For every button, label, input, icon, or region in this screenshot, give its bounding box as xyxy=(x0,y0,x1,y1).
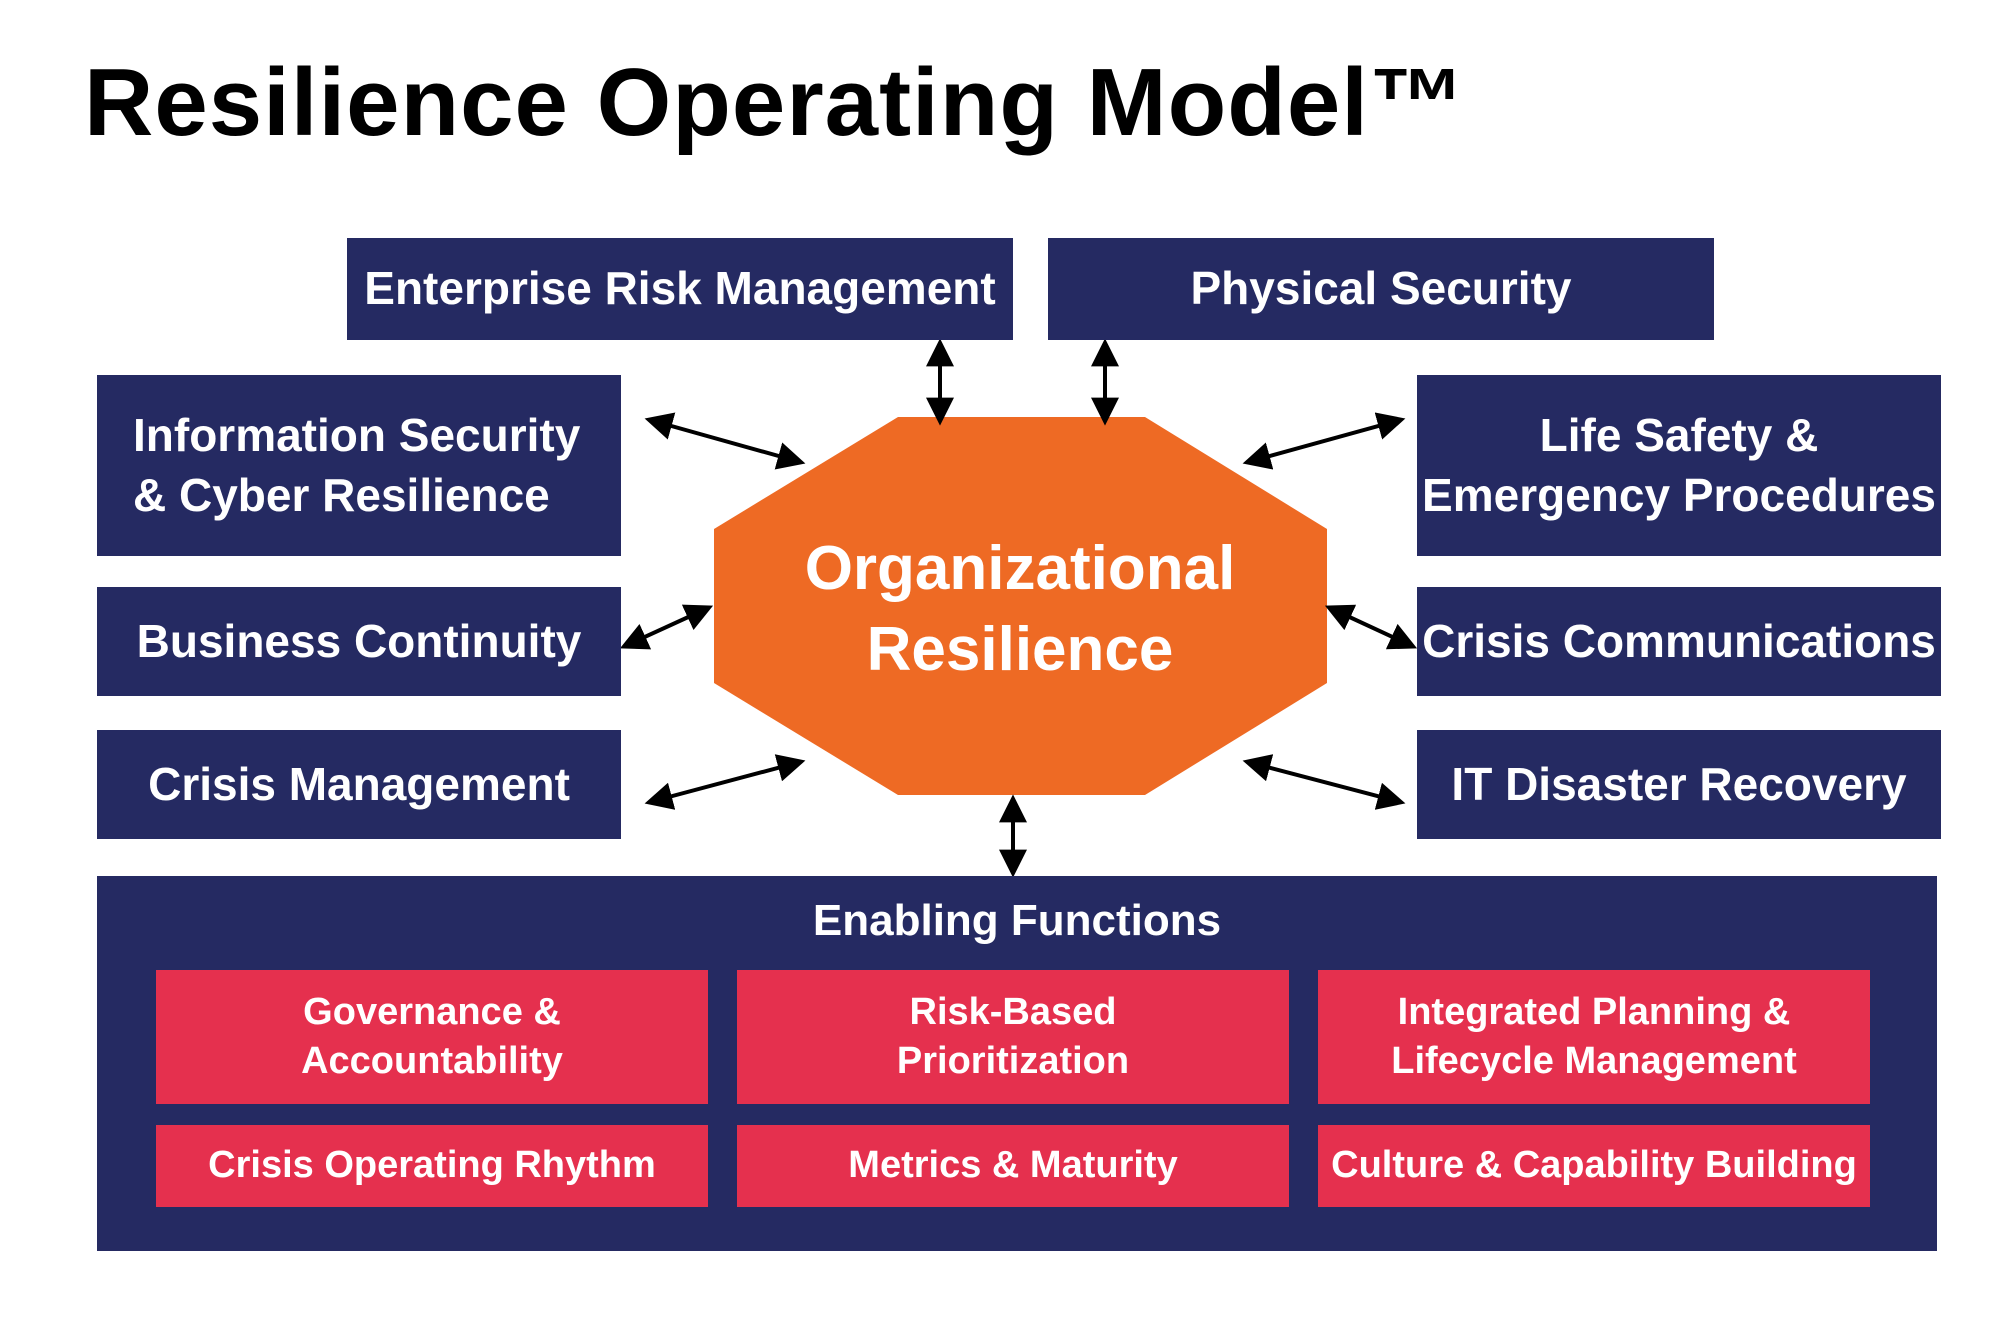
box-crisis-management: Crisis Management xyxy=(97,730,621,839)
box-it-disaster-recovery: IT Disaster Recovery xyxy=(1417,730,1941,839)
box-label: Enterprise Risk Management xyxy=(364,262,996,315)
enabling-functions-panel: Enabling Functions Governance & Accounta… xyxy=(97,876,1937,1251)
box-label: Crisis Communications xyxy=(1422,614,1936,667)
organizational-resilience-octagon xyxy=(714,417,1327,795)
box-label: Physical Security xyxy=(1190,262,1572,315)
center-label: Organizational Resilience xyxy=(804,534,1236,684)
arrow-crisis-management xyxy=(644,754,806,810)
arrow-life-safety xyxy=(1242,412,1406,470)
box-information-security: Information Security & Cyber Resilience xyxy=(97,375,621,556)
box-label: IT Disaster Recovery xyxy=(1451,757,1907,810)
function-governance-accountability: Governance & Accountability xyxy=(156,970,708,1104)
function-metrics-maturity: Metrics & Maturity xyxy=(737,1125,1289,1207)
box-label: Information Security & Cyber Resilience xyxy=(133,408,581,521)
box-life-safety: Life Safety & Emergency Procedures xyxy=(1417,375,1941,556)
page-title: Resilience Operating Model™ xyxy=(84,49,1466,156)
enabling-functions-title: Enabling Functions xyxy=(812,896,1222,945)
box-physical-security: Physical Security xyxy=(1048,238,1714,340)
arrow-it-disaster-recovery xyxy=(1242,754,1406,810)
function-culture-capability: Culture & Capability Building xyxy=(1318,1125,1870,1207)
box-crisis-communications: Crisis Communications xyxy=(1417,587,1941,696)
box-enterprise-risk-management: Enterprise Risk Management xyxy=(347,238,1013,340)
function-risk-based-prioritization: Risk-Based Prioritization xyxy=(737,970,1289,1104)
box-label: Crisis Management xyxy=(148,757,570,810)
arrow-information-security xyxy=(644,412,806,470)
arrow-business-continuity xyxy=(619,604,714,650)
box-label: Business Continuity xyxy=(136,614,582,667)
box-business-continuity: Business Continuity xyxy=(97,587,621,696)
function-crisis-operating-rhythm: Crisis Operating Rhythm xyxy=(156,1125,708,1207)
arrow-crisis-communications xyxy=(1324,604,1418,650)
function-integrated-planning: Integrated Planning & Lifecycle Manageme… xyxy=(1318,970,1870,1104)
box-label: Life Safety & Emergency Procedures xyxy=(1422,408,1936,521)
